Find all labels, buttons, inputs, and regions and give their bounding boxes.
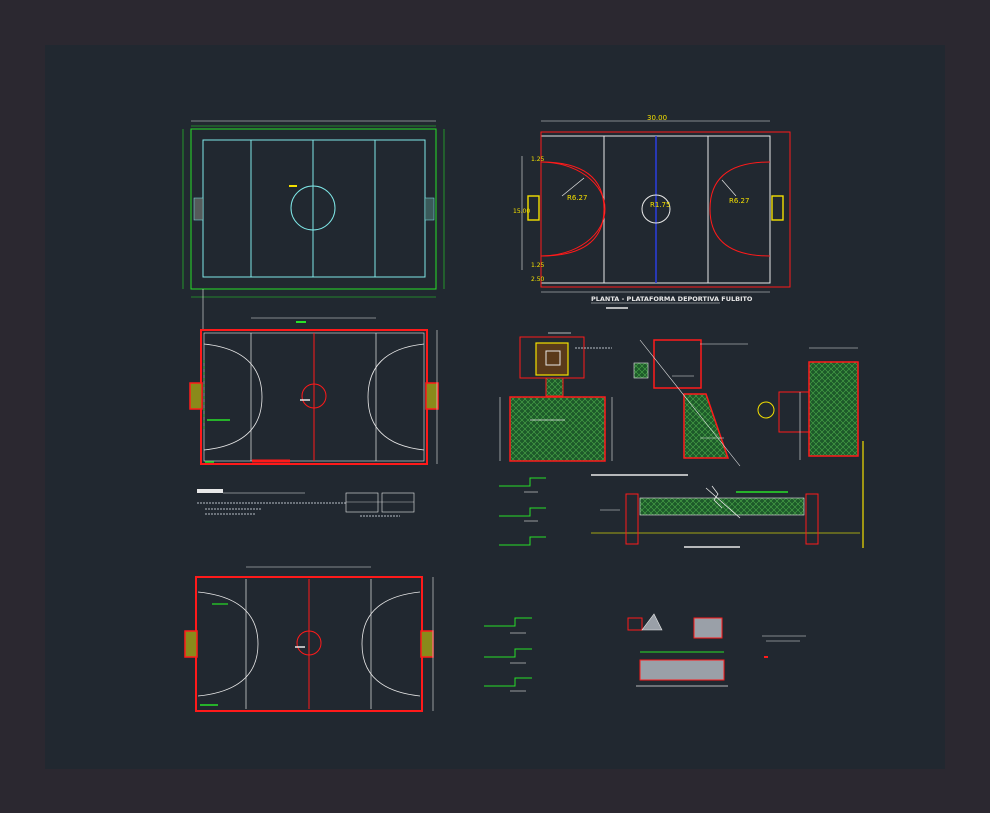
detail-step-profiles: [484, 477, 546, 692]
plan-title: PLANTA - PLATAFORMA DEPORTIVA FULBITO: [591, 295, 753, 303]
detail-goal-base: [499, 332, 613, 462]
dim-edge-bottom: 1.25: [531, 262, 545, 269]
detail-column: [757, 347, 864, 548]
dim-edge-top: 1.25: [531, 156, 545, 163]
center-circle: [290, 185, 336, 231]
field-plan-top-right: 30.00 15.00 1.25 1.25 2.50 R6.27 R1.75 R…: [513, 114, 791, 309]
radius-center-label: R1.75: [650, 201, 670, 209]
field-inner-boundary: [202, 139, 426, 278]
detail-angled-section: [633, 339, 748, 467]
detail-wall-section: [591, 474, 860, 548]
radius-left-label: R6.27: [567, 194, 587, 202]
field-plan-bottom-left: [184, 566, 434, 712]
radius-right-label: R6.27: [729, 197, 749, 205]
field-plan-middle-left: [189, 317, 439, 517]
detail-bench: [627, 613, 806, 687]
dim-overall-length: 30.00: [647, 114, 667, 122]
field-plan-top-left: [182, 120, 445, 330]
dim-width: 15.00: [513, 208, 530, 215]
field-outer-boundary: [190, 128, 437, 290]
dim-margin: 2.50: [531, 276, 545, 283]
break-line-icon: [711, 485, 723, 509]
